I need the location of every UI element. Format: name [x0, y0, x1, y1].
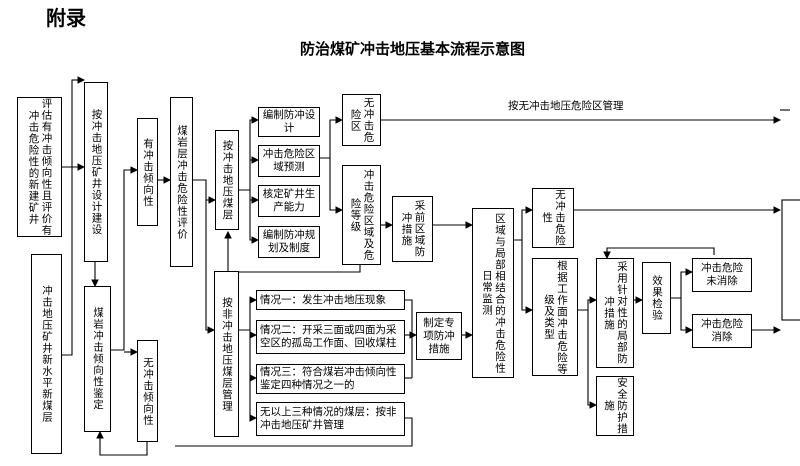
situation-3-box: 情况三：符合煤岩冲击倾向性鉴定四种情况之一的: [256, 364, 405, 394]
special-measures-box: 制定专项防冲措施: [416, 312, 462, 360]
effect-check-box: 效果检验: [642, 262, 671, 334]
no-tendency-box: 无冲击倾向性: [137, 340, 158, 442]
manage-as-non-burst-box: 按非冲击地压煤层管理: [214, 271, 239, 437]
verify-capacity-box: 核定矿井生产能力: [258, 185, 320, 217]
prepare-design-box: 编制防冲设计: [258, 107, 320, 137]
zone-prediction-box: 冲击危险区域预测: [258, 145, 320, 177]
no-hazard-management-label: 按无冲击地压危险区管理: [508, 100, 624, 112]
grade-by-face-box: 根据工作面冲击危险等级及类型: [532, 258, 578, 376]
has-tendency-box: 有冲击倾向性: [137, 118, 158, 226]
seam-tendency-test-box: 煤岩冲击倾向性鉴定: [84, 286, 111, 432]
daily-monitoring-box: 区域与局部相结合的冲击危险性日常监测: [472, 208, 514, 378]
hazard-not-eliminated-box: 冲击危险未消除: [692, 258, 752, 292]
new-level-mines-box: 冲击地压矿井新水平新煤层: [31, 254, 62, 454]
no-hazard-zone-box: 无冲击危险区: [342, 94, 381, 146]
prepare-plans-box: 编制防冲规划及制度: [258, 226, 320, 258]
situation-1-box: 情况一：发生冲击地压现象: [256, 290, 405, 310]
diagram-title: 防治煤矿冲击地压基本流程示意图: [300, 40, 526, 58]
safety-protection-box: 安全防护措施: [596, 376, 634, 436]
hazard-evaluation-box: 煤岩层冲击危险性评价: [170, 97, 193, 267]
manage-as-burst-seam-box: 按冲击地压煤层: [215, 130, 239, 230]
targeted-local-box: 采用针对性的局部防冲措施: [596, 258, 634, 368]
appendix-heading: 附录: [46, 6, 86, 30]
situation-2-box: 情况二：开采三面或四面为采空区的孤岛工作面、回收煤柱: [256, 320, 405, 354]
design-construction-box: 按冲击地压矿井设计建设: [84, 82, 108, 262]
regional-measures-box: 采前区域防冲措施: [392, 196, 433, 262]
evaluate-new-mines-box: 评估有冲击倾向性且评价有冲击危险性的新建矿井: [17, 97, 62, 237]
hazard-eliminated-box: 冲击危险消除: [692, 314, 752, 348]
situation-none-box: 无以上三种情况的煤层：按非冲击地压矿井管理: [256, 402, 405, 436]
hazard-zone-grading-box: 冲击危险区域及危险等级: [342, 165, 381, 265]
no-hazard-2-box: 无冲击危险性: [532, 188, 574, 248]
